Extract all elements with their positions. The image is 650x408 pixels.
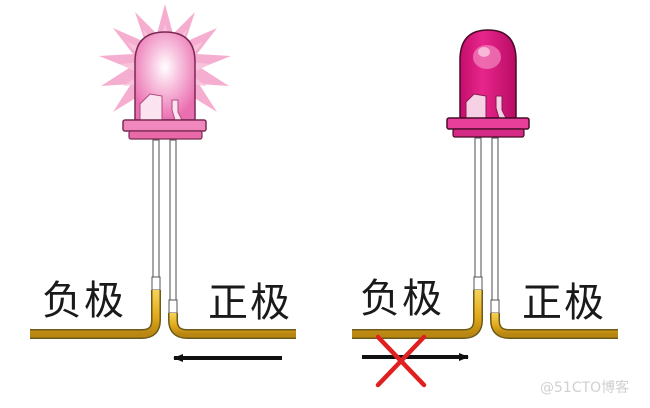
- left-led-leads: [151, 139, 178, 314]
- left-panel: [30, 4, 296, 362]
- right-wires: [352, 290, 618, 339]
- right-positive-label: 正极: [522, 280, 606, 326]
- right-led-leads: [473, 137, 500, 314]
- watermark: @51CTO博客: [540, 380, 630, 396]
- left-positive-label: 正极: [208, 280, 292, 326]
- blocked-cross-icon: [375, 334, 427, 388]
- left-negative-label: 负极: [42, 278, 126, 324]
- right-negative-label: 负极: [360, 276, 444, 322]
- lit-led-icon: [122, 31, 207, 140]
- right-panel: [352, 29, 618, 388]
- unlit-led-icon: [446, 29, 530, 138]
- left-wires: [30, 290, 296, 339]
